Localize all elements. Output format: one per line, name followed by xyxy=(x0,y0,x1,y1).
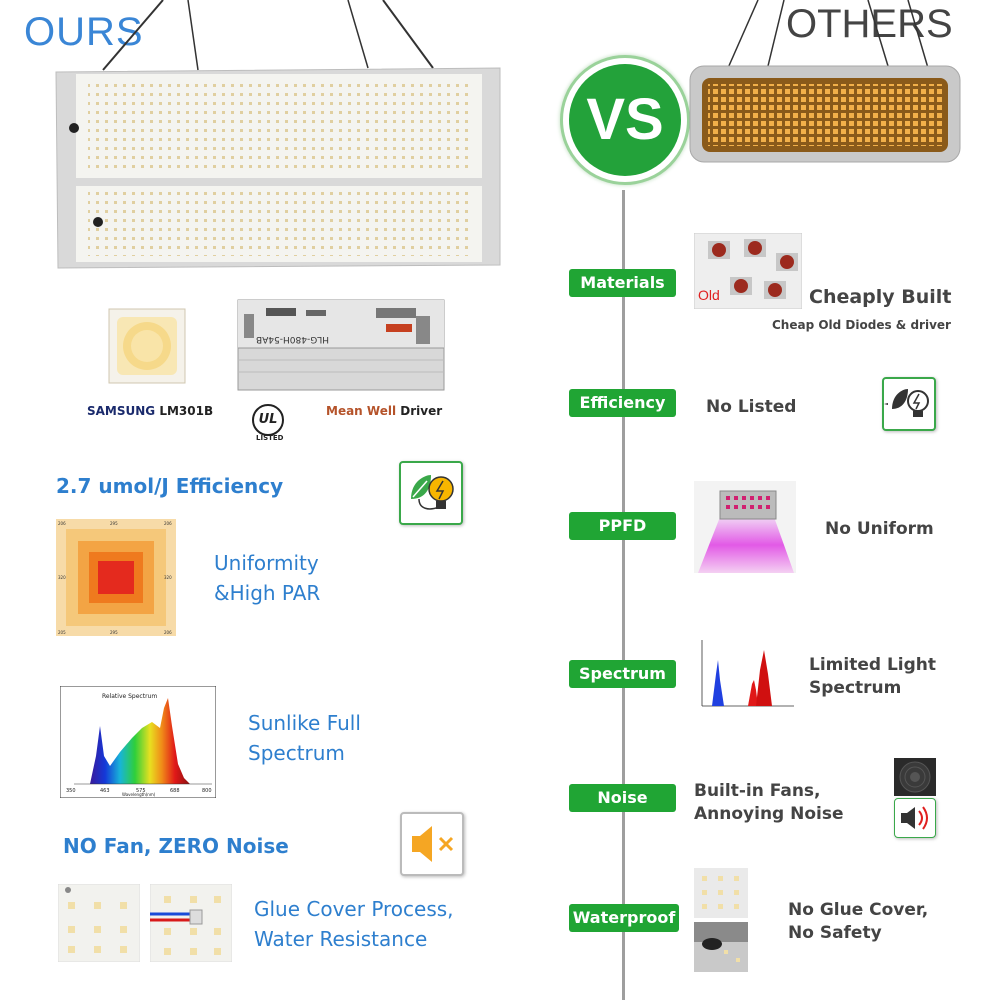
glue-line2: Water Resistance xyxy=(254,927,428,951)
spectrum-text: Sunlike Full Spectrum xyxy=(248,708,361,768)
spectrum-line2: Spectrum xyxy=(248,741,345,765)
mute-speaker-icon xyxy=(400,812,464,876)
spectrum-chart-title: Relative Spectrum xyxy=(102,693,157,700)
old-label: Old xyxy=(698,287,720,303)
no-fan-text: NO Fan, ZERO Noise xyxy=(63,834,289,858)
no-glue-cover-text: No Glue Cover, No Safety xyxy=(788,899,928,945)
loud-noise-icon xyxy=(894,798,936,838)
spectrum-tick-800: 800 xyxy=(202,788,212,794)
driver-word: Driver xyxy=(400,404,443,418)
cheaply-built-text: Cheaply Built xyxy=(809,286,952,308)
waterproof-line2: No Safety xyxy=(788,923,882,943)
full-spectrum-chart-image: Relative Spectrum 350 463 575 688 800 Wa… xyxy=(60,686,216,798)
category-efficiency: Efficiency xyxy=(569,389,676,417)
noise-line1: Built-in Fans, xyxy=(694,781,821,801)
others-leaf-bulb-icon xyxy=(882,377,936,431)
old-diodes-image: Old xyxy=(694,233,802,309)
spectrum-tick-463: 463 xyxy=(100,788,110,794)
spectrum-line1: Sunlike Full xyxy=(248,711,361,735)
ours-grow-light-image xyxy=(55,0,501,269)
waterproof-line1: No Glue Cover, xyxy=(788,900,929,920)
samsung-brand: SAMSUNG xyxy=(87,404,156,418)
ours-efficiency-text: 2.7 umol/J Efficiency xyxy=(56,474,284,498)
glue-line1: Glue Cover Process, xyxy=(254,897,454,921)
center-divider xyxy=(622,190,625,1000)
exposed-wire-image xyxy=(694,922,748,972)
category-ppfd: PPFD xyxy=(569,512,676,540)
no-listed-text: No Listed xyxy=(706,397,797,417)
uniformity-line2: &High PAR xyxy=(214,581,321,605)
annoying-noise-text: Built-in Fans, Annoying Noise xyxy=(694,780,844,826)
driver-model-text: HLG-480H-54AB xyxy=(256,334,329,344)
limited-spectrum-text: Limited Light Spectrum xyxy=(809,654,936,700)
others-grow-light-image xyxy=(689,0,961,163)
glue-cover-text: Glue Cover Process, Water Resistance xyxy=(254,894,454,954)
category-waterproof: Waterproof xyxy=(569,904,679,932)
purple-light-image xyxy=(694,481,796,573)
ul-listed-label: LISTED xyxy=(256,434,284,442)
glue-board-image-1 xyxy=(58,884,140,962)
spectrum-tick-350: 350 xyxy=(66,788,76,794)
category-noise: Noise xyxy=(569,784,676,812)
mean-well-label: Mean Well Driver xyxy=(326,404,442,418)
others-heading: OTHERS xyxy=(786,2,953,46)
spectrum-chart-xlabel: Wavelength(nm) xyxy=(122,792,156,797)
category-materials: Materials xyxy=(569,269,676,297)
spectrum-tick-575: 575 xyxy=(136,788,146,794)
leaf-bulb-icon xyxy=(399,461,463,525)
svg-text:295: 295 xyxy=(110,521,118,526)
limited-spectrum-line2: Spectrum xyxy=(809,678,902,698)
samsung-led-chip-image xyxy=(108,308,186,384)
glue-board-image-2 xyxy=(150,884,232,962)
no-uniform-text: No Uniform xyxy=(825,519,934,539)
par-map-image: 206 295 206 205 295 206 320 320 xyxy=(56,519,176,636)
samsung-label: SAMSUNG LM301B xyxy=(87,404,213,418)
limited-spectrum-line1: Limited Light xyxy=(809,655,937,675)
cheap-diodes-text: Cheap Old Diodes & driver xyxy=(772,318,951,332)
mean-well-brand: Mean Well xyxy=(326,404,397,418)
noise-line2: Annoying Noise xyxy=(694,804,844,824)
svg-text:206: 206 xyxy=(164,630,172,635)
ul-mark-text: UL xyxy=(258,412,278,427)
svg-text:206: 206 xyxy=(164,521,172,526)
spectrum-tick-688: 688 xyxy=(170,788,180,794)
mean-well-driver-image xyxy=(237,299,445,391)
ul-mark-icon: UL xyxy=(252,404,284,436)
category-spectrum: Spectrum xyxy=(569,660,676,688)
svg-text:206: 206 xyxy=(58,521,66,526)
vs-badge: VS xyxy=(569,64,681,176)
svg-text:320: 320 xyxy=(58,575,66,580)
svg-text:295: 295 xyxy=(110,630,118,635)
fan-image xyxy=(894,758,936,796)
uniformity-line1: Uniformity xyxy=(214,551,319,575)
svg-text:320: 320 xyxy=(164,575,172,580)
svg-text:205: 205 xyxy=(58,630,66,635)
led-model: LM301B xyxy=(159,404,214,418)
uniformity-text: Uniformity &High PAR xyxy=(214,548,320,608)
limited-spectrum-chart-image xyxy=(694,634,796,716)
no-glue-board-image xyxy=(694,868,748,918)
